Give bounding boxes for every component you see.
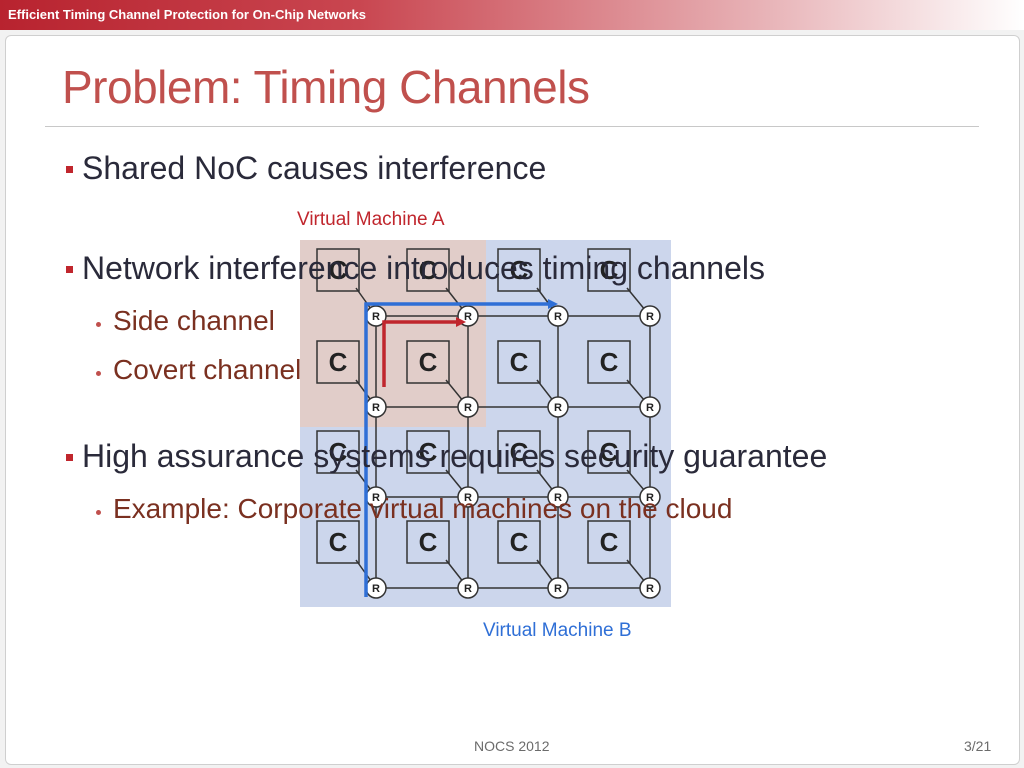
vm-b-region-left xyxy=(300,427,486,607)
core-box xyxy=(406,248,450,292)
router-node xyxy=(639,305,661,327)
core-box xyxy=(497,520,541,564)
router-label: R xyxy=(372,583,380,595)
vm-a-region xyxy=(300,240,486,427)
core-label: C xyxy=(510,255,529,285)
router-label: R xyxy=(464,311,472,323)
core-label: C xyxy=(419,255,438,285)
title-divider xyxy=(45,126,979,127)
core-box xyxy=(497,430,541,474)
presentation-title: Efficient Timing Channel Protection for … xyxy=(8,7,367,22)
router-label: R xyxy=(554,402,562,414)
bullet-marker xyxy=(66,454,73,461)
vm-b-region-right xyxy=(486,240,671,607)
router-label: R xyxy=(646,402,654,414)
core-label: C xyxy=(419,527,438,557)
router-label: R xyxy=(646,583,654,595)
slide-title: Problem: Timing Channels xyxy=(62,61,590,113)
sub-bullet-example: Example: Corporate virtual machines on t… xyxy=(113,493,733,524)
noc-mesh-diagram: C R C R C R C R C R C R C R C R C R C R C R C R C R C R C R C R xyxy=(300,240,671,607)
core-label: C xyxy=(510,347,529,377)
router-label: R xyxy=(554,492,562,504)
router-node xyxy=(547,396,569,418)
router-node xyxy=(547,577,569,599)
vm-a-label: Virtual Machine A xyxy=(297,209,445,230)
router-label: R xyxy=(464,492,472,504)
core-box xyxy=(497,340,541,384)
core-box xyxy=(497,248,541,292)
router-node xyxy=(639,486,661,508)
core-box xyxy=(406,340,450,384)
sub-bullet-marker xyxy=(96,510,101,515)
core-label: C xyxy=(600,437,619,467)
sub-bullet-marker xyxy=(96,371,101,376)
core-box xyxy=(316,340,360,384)
footer-page-number: 3/21 xyxy=(964,738,992,754)
core-label: C xyxy=(419,437,438,467)
core-box xyxy=(406,430,450,474)
core-label: C xyxy=(600,527,619,557)
router-label: R xyxy=(372,492,380,504)
core-label: C xyxy=(510,437,529,467)
noc-mesh-figure: C R C R C R C R C R C R C R C R C R C R C R C R C R C R C R C R xyxy=(286,222,694,630)
router-label: R xyxy=(646,492,654,504)
router-label: R xyxy=(554,311,562,323)
core-box xyxy=(406,520,450,564)
core-label: C xyxy=(329,255,348,285)
sub-bullet-covert-channel: Covert channel xyxy=(113,354,302,385)
router-node xyxy=(639,577,661,599)
vm-b-traffic-path xyxy=(364,302,548,597)
router-label: R xyxy=(464,402,472,414)
core-box xyxy=(587,248,631,292)
core-box xyxy=(316,520,360,564)
sub-bullet-marker xyxy=(96,322,101,327)
router-label: R xyxy=(372,402,380,414)
core-label: C xyxy=(600,255,619,285)
router-node xyxy=(457,396,479,418)
core-box xyxy=(587,340,631,384)
core-label: C xyxy=(600,347,619,377)
core-label: C xyxy=(329,437,348,467)
router-node xyxy=(547,486,569,508)
router-label: R xyxy=(464,583,472,595)
vm-b-path-arrowhead xyxy=(548,299,558,309)
bullet-marker xyxy=(66,166,73,173)
router-node xyxy=(457,486,479,508)
bullet-2: Network interference introduces timing c… xyxy=(82,250,765,286)
core-label: C xyxy=(329,347,348,377)
vm-b-label: Virtual Machine B xyxy=(483,620,632,641)
router-node xyxy=(639,396,661,418)
bullet-marker xyxy=(66,266,73,273)
core-box xyxy=(587,430,631,474)
core-box xyxy=(587,520,631,564)
vm-a-path-arrowhead xyxy=(456,317,466,327)
vm-a-traffic-path xyxy=(382,320,456,387)
router-node xyxy=(457,577,479,599)
router-label: R xyxy=(646,311,654,323)
bullet-3: High assurance systems requires security… xyxy=(82,438,828,474)
router-label: R xyxy=(554,583,562,595)
core-box xyxy=(316,248,360,292)
core-label: C xyxy=(419,347,438,377)
core-box xyxy=(316,430,360,474)
core-label: C xyxy=(510,527,529,557)
bullet-1: Shared NoC causes interference xyxy=(82,150,547,186)
core-label: C xyxy=(329,527,348,557)
router-label: R xyxy=(372,311,380,323)
router-node xyxy=(547,305,569,327)
header-bar: Efficient Timing Channel Protection for … xyxy=(0,0,1024,30)
footer-venue: NOCS 2012 xyxy=(474,738,550,754)
sub-bullet-side-channel: Side channel xyxy=(113,305,275,336)
